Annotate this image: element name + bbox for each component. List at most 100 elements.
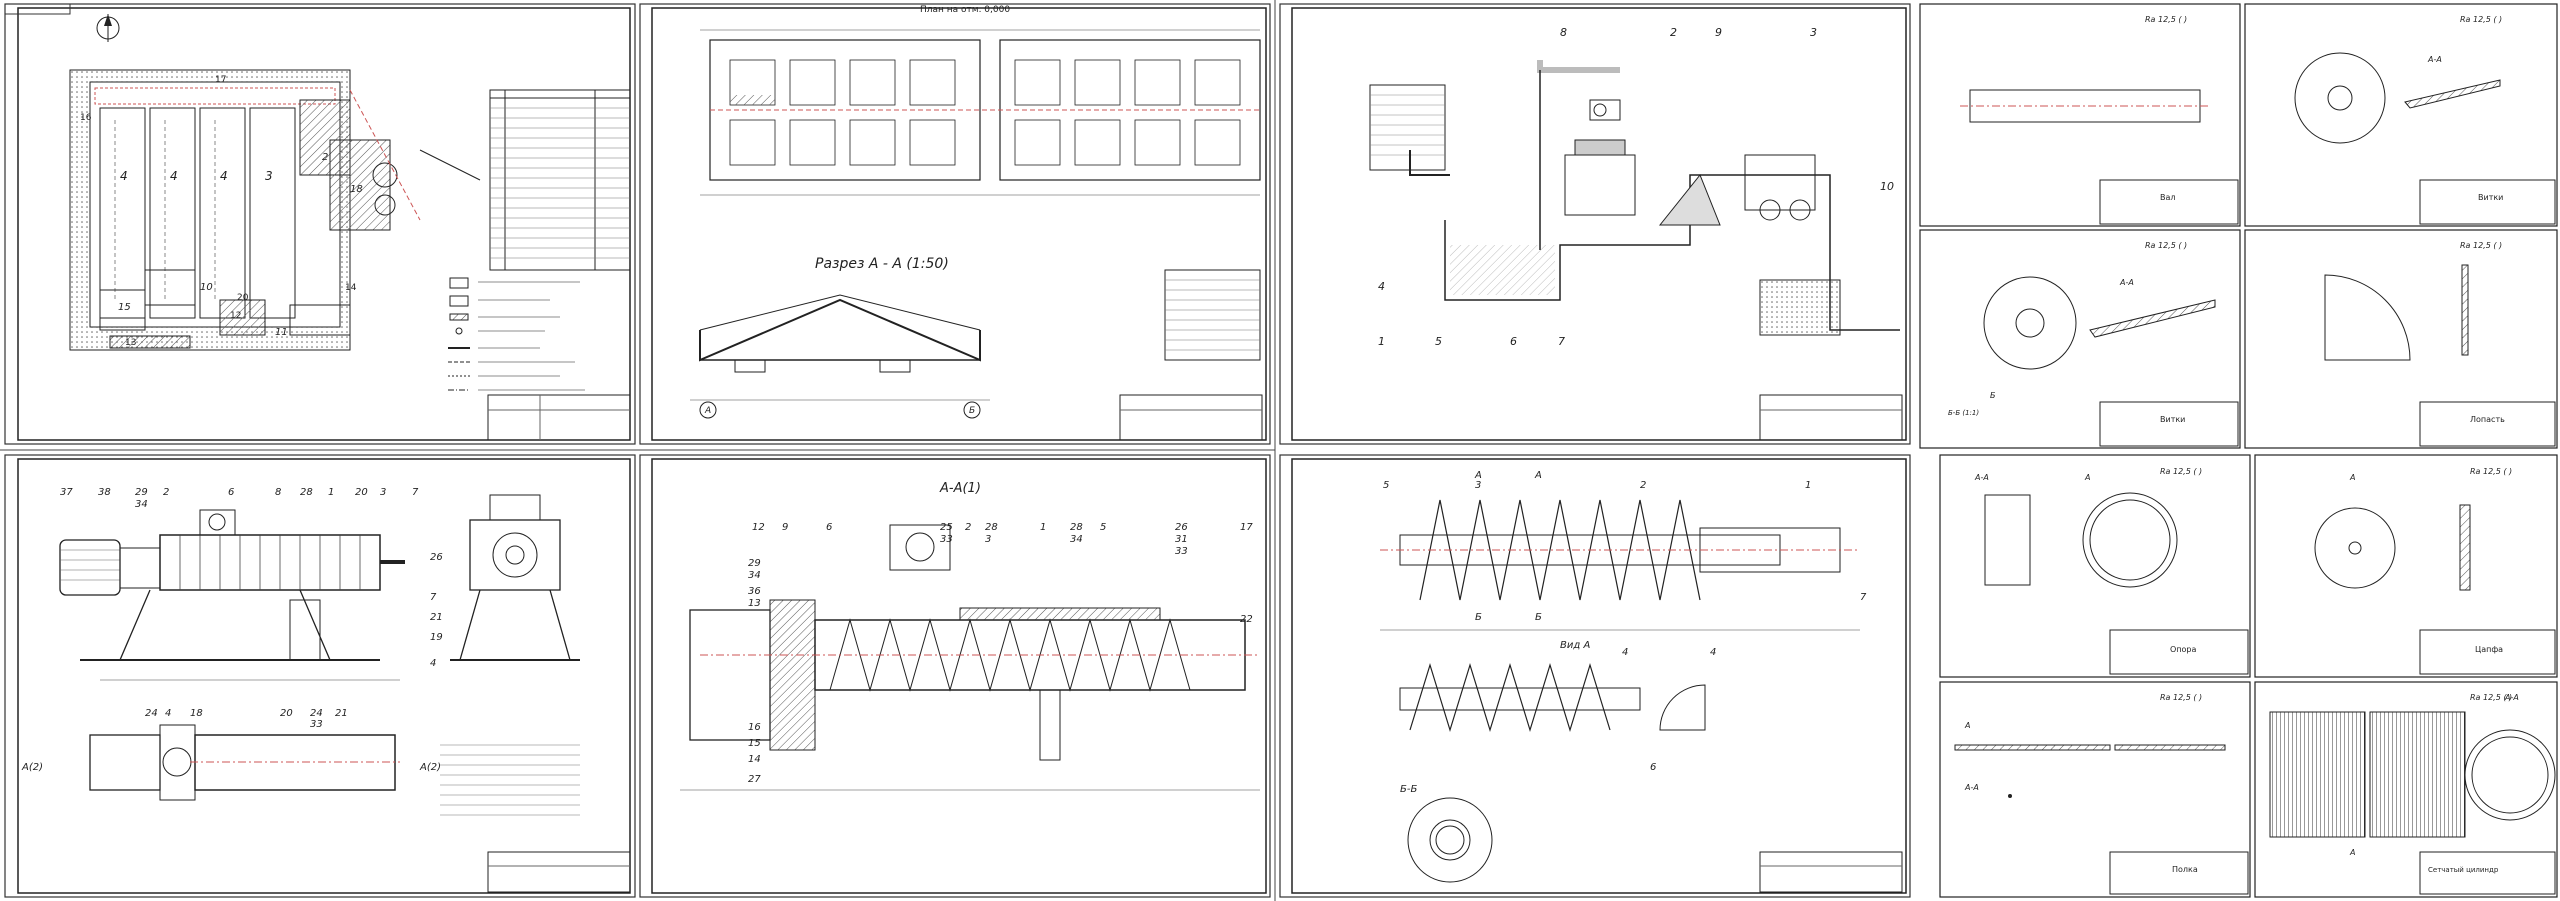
title-block-name: Полка [2172, 865, 2198, 874]
callout: 31 [1175, 534, 1188, 545]
legend [448, 277, 585, 391]
callout: 4 [1378, 280, 1385, 293]
roughness-mark: Ra 12,5 ( ) [2160, 467, 2202, 476]
callout: 2 [965, 522, 971, 533]
sheet-shelf: Ra 12,5 ( ) А-А А Полка [1939, 681, 2251, 898]
callout: 16 [80, 113, 92, 123]
callout: 11 [275, 327, 288, 338]
section-title: А-А(1) [939, 481, 981, 496]
callout: 3 [380, 487, 386, 498]
callout: 1 [1805, 480, 1811, 491]
callout: 4 [120, 169, 128, 183]
title-block-name: Лопасть [2470, 415, 2505, 424]
callout: 4 [430, 658, 436, 669]
axis-mark: А [704, 406, 711, 416]
callout: 7 [1860, 592, 1867, 603]
callout: 4 [170, 169, 178, 183]
callout: 16 [748, 722, 761, 733]
title-block-name: Опора [2170, 645, 2197, 654]
callout: 20 [280, 708, 293, 719]
callout: 6 [1510, 335, 1517, 348]
callout: 7 [1558, 335, 1565, 348]
callout: 28 [1070, 522, 1083, 533]
callout: 38 [98, 487, 111, 498]
roughness-mark: Ra 12,5 ( ) [2160, 693, 2202, 702]
view-label: А-А [2427, 55, 2442, 64]
title-block-name: Витки [2160, 415, 2185, 424]
callout: 21 [430, 612, 443, 623]
mark: А [1534, 470, 1542, 481]
callout: 34 [1070, 534, 1083, 545]
sheet-building-plan: План на отм. 0,000 Разрез А - А (1:50) А… [639, 3, 1271, 445]
roughness-mark: Ra 12,5 ( ) [2145, 15, 2187, 24]
callout: 17 [1240, 522, 1253, 533]
sheet-trunnion: Ra 12,5 ( ) А Цапфа [2254, 454, 2558, 678]
callout: 20 [355, 487, 368, 498]
callout: 36 [748, 586, 761, 597]
title-block-name: Витки [2478, 193, 2503, 202]
callout: 15 [748, 738, 761, 749]
north-arrow-icon [96, 14, 120, 42]
callout: 4 [220, 169, 228, 183]
view-label: А-А [2504, 693, 2519, 702]
sheet-mesh-cylinder: Ra 12,5 ( ) А-А А Сетчатый цилиндр [2254, 681, 2558, 898]
callout: 33 [940, 534, 953, 545]
sheet-site-plan: 17 4 4 4 3 18 2 16 15 10 13 11 14 12 20 [4, 3, 636, 445]
view-label: А-А [2119, 278, 2134, 287]
callout: 8 [1560, 26, 1567, 39]
callout: 3 [1810, 26, 1817, 39]
callout: 20 [237, 293, 249, 303]
callout: 12 [230, 311, 241, 321]
callout: 3 [985, 534, 991, 545]
callout: 29 [135, 487, 148, 498]
roughness-mark: Ra 12,5 ( ) [2145, 241, 2187, 250]
mark: Б [1475, 612, 1482, 623]
callout: 3 [265, 169, 273, 183]
callout: 19 [430, 632, 443, 643]
callout: 4 [1710, 647, 1716, 658]
callout: 13 [125, 338, 136, 348]
callout: 34 [135, 499, 148, 510]
title-block-name: Вал [2160, 193, 2176, 202]
callout: 1 [1040, 522, 1046, 533]
callout: 33 [310, 719, 323, 730]
callout: 12 [752, 522, 765, 533]
callout: 14 [748, 754, 761, 765]
section-title: Разрез А - А (1:50) [815, 256, 949, 272]
callout: 6 [1650, 762, 1656, 773]
callout: 5 [1383, 480, 1389, 491]
callout: 33 [1175, 546, 1188, 557]
callout: 2 [1640, 480, 1646, 491]
callout: 25 [940, 522, 953, 533]
sheet-blade: Ra 12,5 ( ) Лопасть [2244, 229, 2558, 449]
view-mark: А(2) [419, 762, 441, 773]
roughness-mark: Ra 12,5 ( ) [2470, 467, 2512, 476]
callout: 26 [1175, 522, 1188, 533]
callout: 24 [310, 708, 323, 719]
callout: 7 [412, 487, 419, 498]
mark: Б [1535, 612, 1542, 623]
callout: 4 [1622, 647, 1628, 658]
callout: 29 [748, 558, 761, 569]
mark: А [1474, 470, 1482, 481]
axis-mark: Б [969, 406, 975, 416]
view-label: Б-Б (1:1) [1948, 409, 1979, 417]
callout: 8 [275, 487, 281, 498]
callout: 22 [1240, 614, 1253, 625]
view-mark: А(2) [21, 762, 43, 773]
sheet-flight: Ra 12,5 ( ) А-А Витки [2244, 3, 2558, 227]
callout: 9 [782, 522, 788, 533]
callout: 14 [345, 283, 357, 293]
callout: 24 [145, 708, 158, 719]
plan-title: План на отм. 0,000 [920, 5, 1010, 15]
section-label: Б-Б [1400, 784, 1417, 795]
sheet-support: Ra 12,5 ( ) А-А А Опора [1939, 454, 2251, 678]
callout: 6 [826, 522, 832, 533]
mark: А [2349, 848, 2355, 857]
callout: 1 [1378, 335, 1385, 348]
sheet-flight-2: Ra 12,5 ( ) А-А Б Б-Б (1:1) Витки [1919, 229, 2241, 449]
sheet-tech-scheme: 8 2 9 3 10 4 1 5 6 7 [1279, 3, 1911, 445]
callout: 1 [328, 487, 334, 498]
callout: 9 [1715, 26, 1722, 39]
